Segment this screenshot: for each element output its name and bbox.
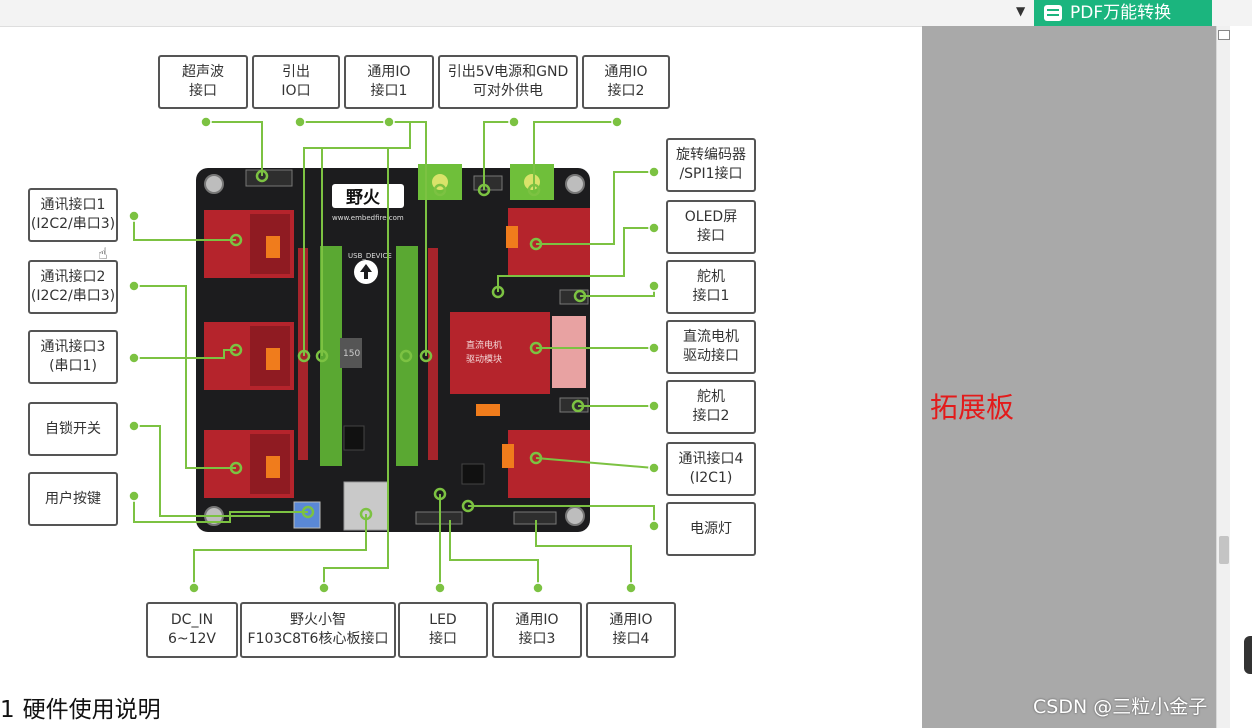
logo-badge (332, 184, 404, 208)
core-header-right (396, 246, 418, 466)
top-header (245, 169, 293, 187)
floating-side-tab[interactable] (1244, 636, 1252, 674)
ic-chip (343, 425, 365, 451)
dc-motor-text-1: 直流电机 (466, 339, 502, 351)
blue-button (293, 501, 321, 529)
scroll-up-icon[interactable] (1218, 30, 1230, 40)
right-connector-2 (508, 430, 590, 498)
orange-jumper (266, 236, 280, 258)
orange-jumper (502, 444, 514, 468)
top-toolbar: ▼ PDF万能转换 (0, 0, 1252, 27)
csdn-watermark: CSDN @三粒小金子 (1033, 696, 1208, 718)
vertical-scrollbar[interactable] (1216, 26, 1231, 728)
section-heading: 1 硬件使用说明 (0, 690, 161, 724)
label-dc-motor: 直流电机驱动接口 (666, 320, 756, 374)
side-label: 拓展板 (930, 391, 1015, 424)
scrollbar-thumb[interactable] (1219, 536, 1229, 564)
target-rings (229, 169, 587, 521)
inductor (340, 338, 362, 368)
label-servo-1: 舵机接口1 (666, 260, 756, 314)
screw (565, 506, 585, 526)
board-illustration: 野火 www.embedfire.com USB_DEVICE 150 直流电机 (128, 116, 660, 594)
section-number: 1 (0, 697, 15, 723)
label-self-lock-switch: 自锁开关 (28, 402, 118, 456)
core-header-left (320, 246, 342, 466)
small-ic (461, 463, 485, 485)
right-connector-1 (508, 208, 590, 276)
label-comm-1: 通讯接口1(I2C2/串口3) (28, 188, 118, 242)
orange-jumper (266, 456, 280, 478)
board-brand: 野火 (346, 188, 381, 208)
board-body (196, 168, 590, 532)
label-servo-2: 舵机接口2 (666, 380, 756, 434)
red-header-right (428, 248, 438, 460)
label-user-key: 用户按键 (28, 472, 118, 526)
side-panel (922, 26, 1216, 728)
orange-jumper (266, 348, 280, 370)
pdf-convert-label: PDF万能转换 (1070, 3, 1172, 23)
orange-jumper (506, 226, 518, 248)
usb-label: USB_DEVICE (348, 252, 392, 260)
dc-motor-terminal (552, 316, 586, 388)
hand-cursor-icon: ☝ (98, 244, 108, 263)
dropdown-arrow-icon[interactable]: ▼ (1016, 4, 1026, 18)
screw (204, 174, 224, 194)
label-encoder: 旋转编码器/SPI1接口 (666, 138, 756, 192)
leader-dots (128, 116, 660, 594)
label-comm-2: 通讯接口2(I2C2/串口3) (28, 260, 118, 314)
inductor-label: 150 (343, 349, 360, 359)
label-comm-3: 通讯接口3(串口1) (28, 330, 118, 384)
label-ultrasonic: 超声波接口 (158, 55, 248, 109)
dc-motor-text-2: 驱动模块 (466, 353, 502, 365)
section-title: 硬件使用说明 (22, 697, 161, 723)
board-url: www.embedfire.com (332, 214, 404, 222)
screw (565, 174, 585, 194)
label-oled: OLED屏接口 (666, 200, 756, 254)
convert-icon (1044, 5, 1062, 21)
pdf-convert-button[interactable]: PDF万能转换 (1034, 0, 1212, 26)
label-power-led: 电源灯 (666, 502, 756, 556)
orange-jumper (476, 404, 500, 416)
label-comm-4: 通讯接口4(I2C1) (666, 442, 756, 496)
right-gutter (1230, 26, 1252, 728)
